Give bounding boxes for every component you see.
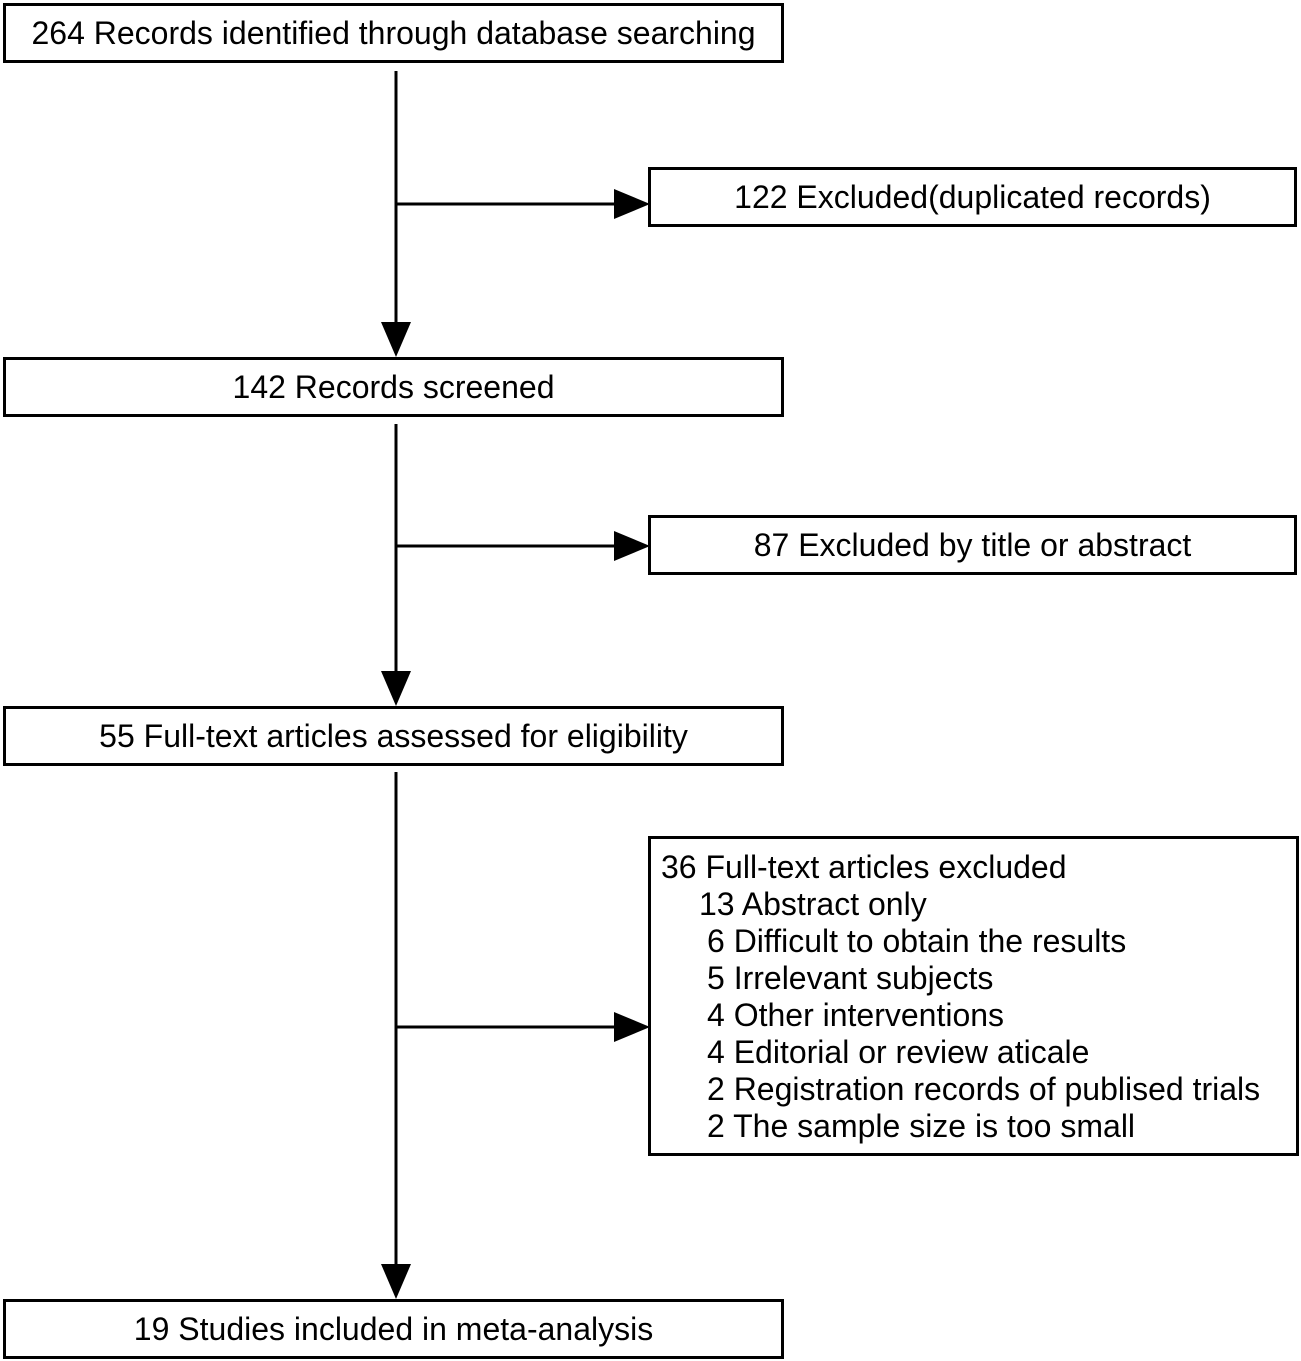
full-text-excluded-title: 36 Full-text articles excluded	[661, 849, 1067, 885]
arrowhead-right	[614, 531, 650, 561]
full-text-excluded-box: 36 Full-text articles excluded 13 Abstra…	[648, 836, 1299, 1156]
excluded-title-abstract-box: 87 Excluded by title or abstract	[648, 515, 1297, 575]
arrowhead-right	[614, 1012, 650, 1042]
records-screened-label: 142 Records screened	[232, 369, 555, 405]
exclusion-reason: 4 Other interventions	[707, 997, 1005, 1033]
records-identified-box: 264 Records identified through database …	[3, 3, 784, 63]
exclusion-reason: 4 Editorial or review aticale	[707, 1034, 1090, 1070]
excluded-duplicates-label: 122 Excluded(duplicated records)	[734, 179, 1211, 215]
records-screened-box: 142 Records screened	[3, 357, 784, 417]
excluded-title-abstract-label: 87 Excluded by title or abstract	[753, 527, 1192, 563]
exclusion-reason: 5 Irrelevant subjects	[707, 960, 994, 996]
exclusion-reason: 2 Registration records of publised trial…	[707, 1071, 1261, 1107]
studies-included-label: 19 Studies included in meta-analysis	[133, 1311, 654, 1347]
full-text-assessed-box: 55 Full-text articles assessed for eligi…	[3, 706, 784, 766]
arrowhead-right	[614, 189, 650, 219]
excluded-duplicates-box: 122 Excluded(duplicated records)	[648, 167, 1297, 227]
studies-included-box: 19 Studies included in meta-analysis	[3, 1299, 784, 1359]
full-text-assessed-label: 55 Full-text articles assessed for eligi…	[99, 718, 688, 754]
exclusion-reason: 6 Difficult to obtain the results	[707, 923, 1127, 959]
arrowhead-down	[381, 322, 411, 357]
exclusion-reason: 13 Abstract only	[699, 886, 927, 922]
exclusion-reason: 2 The sample size is too small	[707, 1108, 1136, 1144]
arrowhead-down	[381, 671, 411, 706]
records-identified-label: 264 Records identified through database …	[31, 15, 756, 51]
arrowhead-down	[381, 1264, 411, 1299]
